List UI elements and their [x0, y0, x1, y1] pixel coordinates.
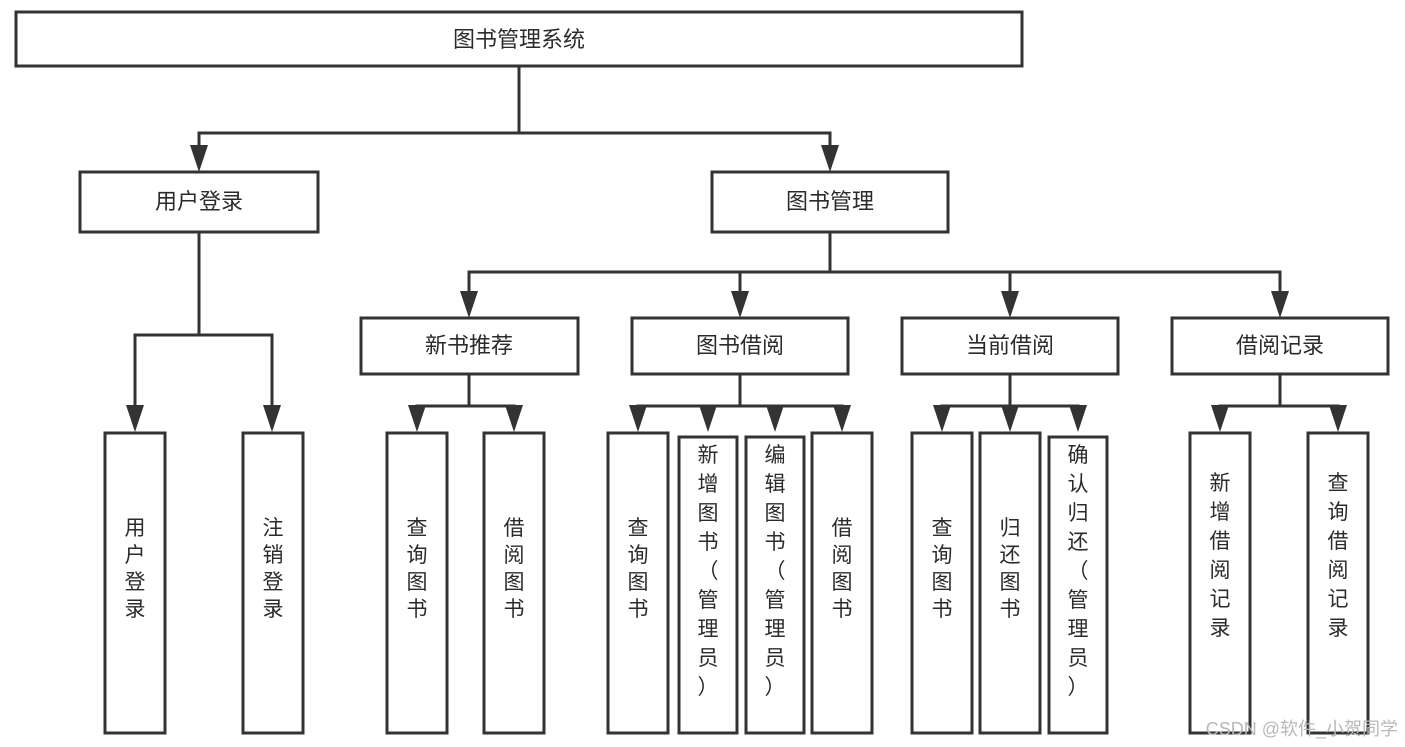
node-borrow-record-box[interactable]	[1170, 316, 1390, 376]
node-user-login-label: 用户登录	[155, 189, 243, 214]
node-root-box[interactable]	[14, 10, 1024, 68]
node-leaf-add-record[interactable]: 新增借阅记录	[1188, 431, 1252, 735]
node-leaf-query-record-box[interactable]	[1306, 431, 1370, 735]
node-leaf-query-book-rec-box[interactable]	[385, 431, 449, 735]
edge-group-book-management-children	[460, 230, 1289, 318]
node-leaf-user-login-box[interactable]	[103, 431, 167, 735]
node-current-borrow-label: 当前借阅	[966, 333, 1054, 358]
node-leaf-query-book-cur-box[interactable]	[910, 431, 974, 735]
arrow-head-leaf-query-book-cur	[933, 405, 951, 432]
arrow-head-leaf-borrow-book-rec	[505, 405, 523, 432]
node-leaf-logout-login[interactable]: 注销登录	[241, 431, 305, 735]
node-leaf-add-book-box[interactable]	[677, 435, 739, 735]
node-leaf-add-record-box[interactable]	[1188, 431, 1252, 735]
edge-group-user-login-children	[126, 230, 281, 432]
edge-group-new-book-recommend-children	[408, 372, 523, 432]
node-leaf-confirm-return-label: 确认归还（管理员）	[1068, 444, 1089, 699]
node-borrow-record-label: 借阅记录	[1236, 333, 1324, 358]
node-book-management-label: 图书管理	[786, 189, 874, 214]
arrow-head-leaf-add-record	[1211, 405, 1229, 432]
node-leaf-user-login[interactable]: 用户登录	[103, 431, 167, 735]
arrow-head-book-borrow	[731, 291, 749, 318]
node-leaf-edit-book-label: 编辑图书（管理员）	[765, 444, 786, 699]
node-leaf-query-book-borrow[interactable]: 查询图书	[606, 431, 670, 735]
node-leaf-logout-login-label: 注销登录	[263, 517, 284, 621]
node-book-borrow-box[interactable]	[630, 316, 850, 376]
arrow-head-leaf-query-record	[1329, 405, 1347, 432]
node-leaf-edit-book-box[interactable]	[744, 435, 806, 735]
watermark-label: CSDN @软件_小贺同学	[1206, 719, 1398, 740]
edge-group-root-to-level2	[190, 64, 839, 172]
arrow-head-new-book-recommend	[460, 291, 478, 318]
edge-group-book-borrow-children	[629, 372, 851, 432]
node-leaf-user-login-label: 用户登录	[125, 517, 146, 621]
node-leaf-borrow-book-label: 借阅图书	[832, 517, 853, 621]
arrow-head-leaf-return-book	[1001, 405, 1019, 432]
node-leaf-confirm-return-box[interactable]	[1047, 435, 1109, 735]
node-root[interactable]: 图书管理系统	[14, 10, 1024, 68]
node-leaf-add-book-label: 新增图书（管理员）	[698, 444, 719, 699]
node-leaf-edit-book[interactable]: 编辑图书（管理员）	[744, 435, 806, 735]
node-leaf-confirm-return[interactable]: 确认归还（管理员）	[1047, 435, 1109, 735]
node-user-login-box[interactable]	[78, 170, 320, 234]
node-leaf-return-book-box[interactable]	[978, 431, 1042, 735]
node-book-management-box[interactable]	[710, 170, 950, 234]
node-leaf-query-book-rec-label: 查询图书	[407, 517, 428, 621]
node-leaf-borrow-book-rec-box[interactable]	[482, 431, 546, 735]
arrow-head-leaf-borrow-book	[833, 405, 851, 432]
arrow-head-leaf-user-login	[126, 405, 144, 432]
node-leaf-query-book-borrow-box[interactable]	[606, 431, 670, 735]
node-leaf-logout-login-box[interactable]	[241, 431, 305, 735]
node-new-book-recommend-label: 新书推荐	[425, 333, 513, 358]
node-leaf-add-record-label: 新增借阅记录	[1210, 472, 1231, 640]
node-leaf-return-book[interactable]: 归还图书	[978, 431, 1042, 735]
node-leaf-borrow-book-rec-label: 借阅图书	[504, 517, 525, 621]
edge-group-borrow-record-children	[1211, 372, 1347, 432]
node-new-book-recommend[interactable]: 新书推荐	[359, 316, 580, 376]
arrow-head-leaf-query-book-rec	[408, 405, 426, 432]
edge-group-current-borrow-children	[933, 372, 1087, 432]
arrow-head-book-management	[821, 145, 839, 172]
node-leaf-query-book-cur-label: 查询图书	[932, 517, 953, 621]
arrow-head-current-borrow	[1001, 291, 1019, 318]
node-book-management[interactable]: 图书管理	[710, 170, 950, 234]
node-root-label: 图书管理系统	[453, 27, 585, 52]
node-leaf-query-book-cur[interactable]: 查询图书	[910, 431, 974, 735]
node-leaf-query-record-label: 查询借阅记录	[1328, 472, 1349, 640]
arrow-head-leaf-confirm-return	[1069, 405, 1087, 432]
arrow-head-user-login	[190, 145, 208, 172]
node-new-book-recommend-box[interactable]	[359, 316, 580, 376]
node-book-borrow-label: 图书借阅	[696, 333, 784, 358]
node-leaf-query-record[interactable]: 查询借阅记录	[1306, 431, 1370, 735]
node-leaf-borrow-book-rec[interactable]: 借阅图书	[482, 431, 546, 735]
arrow-head-leaf-logout-login	[263, 405, 281, 432]
node-book-borrow[interactable]: 图书借阅	[630, 316, 850, 376]
node-current-borrow[interactable]: 当前借阅	[900, 316, 1120, 376]
node-leaf-borrow-book[interactable]: 借阅图书	[810, 431, 874, 735]
arrow-head-leaf-edit-book	[766, 405, 784, 432]
node-leaf-return-book-label: 归还图书	[1000, 517, 1021, 621]
arrow-head-leaf-add-book	[699, 405, 717, 432]
node-user-login[interactable]: 用户登录	[78, 170, 320, 234]
node-leaf-borrow-book-box[interactable]	[810, 431, 874, 735]
arrow-head-borrow-record	[1271, 291, 1289, 318]
node-borrow-record[interactable]: 借阅记录	[1170, 316, 1390, 376]
node-leaf-query-book-borrow-label: 查询图书	[628, 517, 649, 621]
arrow-head-leaf-query-book-borrow	[629, 405, 647, 432]
node-leaf-add-book[interactable]: 新增图书（管理员）	[677, 435, 739, 735]
node-current-borrow-box[interactable]	[900, 316, 1120, 376]
node-leaf-query-book-rec[interactable]: 查询图书	[385, 431, 449, 735]
